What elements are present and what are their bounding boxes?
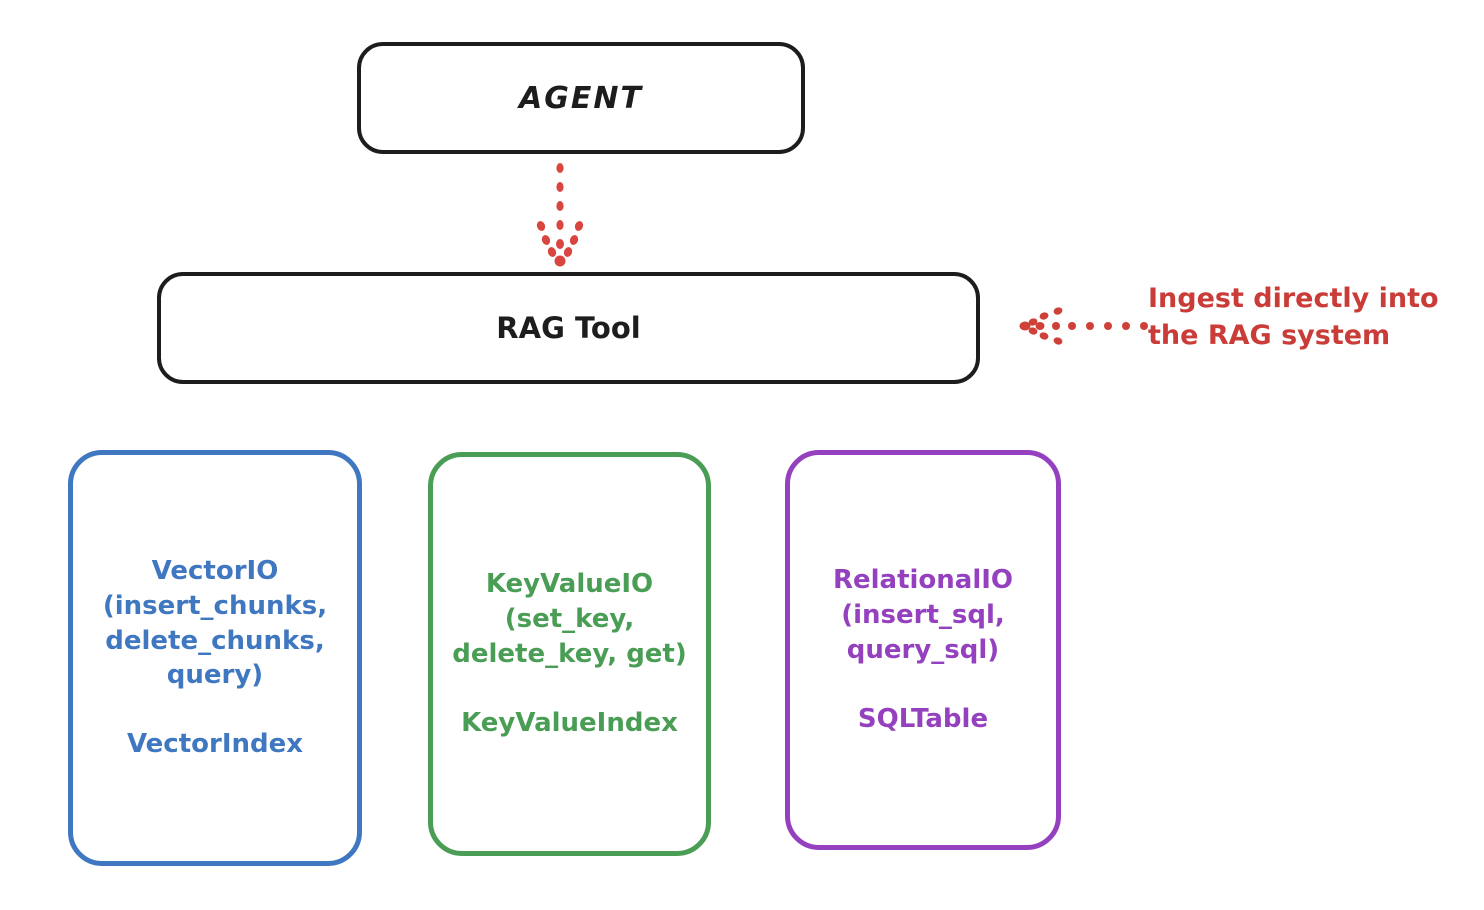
vector-index-label: VectorIndex [126, 729, 304, 760]
rag-tool-node[interactable]: RAG Tool [157, 272, 980, 384]
ingest-annotation-label: Ingest directly into the RAG system [1148, 283, 1439, 352]
ingest-arrow-icon [1019, 307, 1148, 345]
agent-node[interactable]: AGENT [357, 42, 805, 154]
key-value-index-label: KeyValueIndex [461, 707, 678, 738]
agent-to-rag-tool-arrow-icon [536, 163, 584, 267]
relational-io-api-label: RelationalIO (insert_sql, query_sql) [832, 565, 1014, 665]
agent-node-label: AGENT [519, 80, 643, 116]
vector-io-api-label: VectorIO (insert_chunks, delete_chunks, … [102, 555, 328, 691]
vector-io-node[interactable]: VectorIO (insert_chunks, delete_chunks, … [68, 450, 362, 866]
key-value-io-node[interactable]: KeyValueIO (set_key, delete_key, get) Ke… [428, 452, 711, 856]
key-value-io-api-label: KeyValueIO (set_key, delete_key, get) [452, 569, 687, 669]
sql-table-label: SQLTable [857, 703, 989, 734]
relational-io-node[interactable]: RelationalIO (insert_sql, query_sql) SQL… [785, 450, 1061, 850]
rag-tool-node-label: RAG Tool [496, 311, 641, 345]
